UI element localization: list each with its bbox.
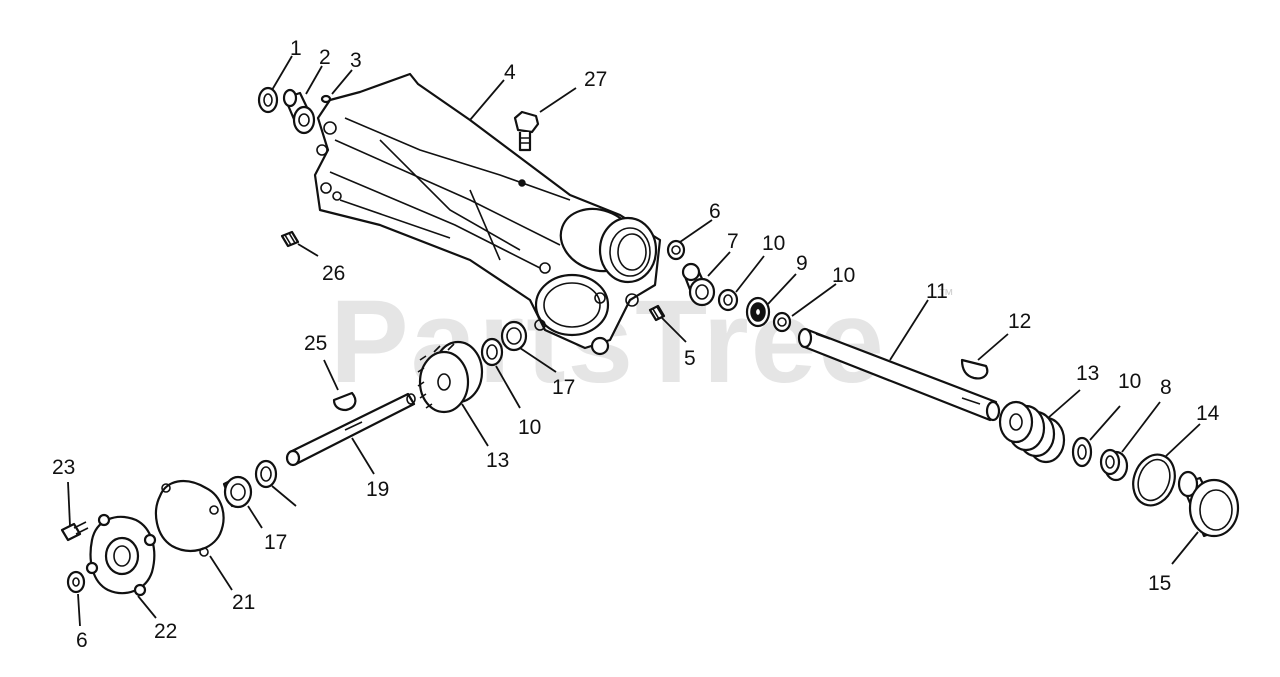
callout-10-b: 10 (832, 264, 855, 287)
bushing-17-upper[interactable] (500, 320, 528, 352)
callout-3: 3 (350, 49, 362, 72)
bushing-2[interactable] (282, 88, 316, 135)
callout-10-d: 10 (1118, 370, 1141, 393)
callout-21: 21 (232, 591, 255, 614)
callout-13-worm: 13 (1076, 362, 1099, 385)
callout-10-a: 10 (762, 232, 785, 255)
washer-6-lower[interactable] (254, 459, 278, 489)
gear-case-housing[interactable] (313, 72, 662, 356)
washer-10-b[interactable] (772, 311, 792, 333)
callout-7: 7 (727, 230, 739, 253)
bushing-8[interactable] (1099, 448, 1129, 482)
worm-gear-13[interactable] (417, 340, 484, 414)
watermark-trademark: ™ (938, 287, 954, 304)
callout-8: 8 (1160, 376, 1172, 399)
woodruff-key-12[interactable] (960, 358, 989, 380)
washer-10-d[interactable] (1071, 436, 1093, 468)
callout-2: 2 (319, 46, 331, 69)
woodruff-key-25[interactable] (332, 391, 357, 412)
bolt-23[interactable] (60, 521, 89, 542)
cover-plate-22[interactable] (85, 513, 157, 597)
gasket-21[interactable] (154, 479, 225, 557)
callout-22: 22 (154, 620, 177, 643)
callout-10-c: 10 (518, 416, 541, 439)
callout-12: 12 (1008, 310, 1031, 333)
leader-lines (67, 55, 1201, 627)
o-ring-14[interactable] (1126, 449, 1181, 512)
callout-27: 27 (584, 68, 607, 91)
bolt-27[interactable] (513, 110, 540, 152)
callout-6-upper: 6 (709, 200, 721, 223)
callout-6-bottom: 6 (76, 629, 88, 652)
washer-10-a[interactable] (717, 288, 739, 312)
callout-25: 25 (304, 332, 327, 355)
set-screw-26[interactable] (280, 230, 300, 248)
callout-17-upper: 17 (552, 376, 575, 399)
set-screw-5[interactable] (648, 304, 666, 322)
callout-23: 23 (52, 456, 75, 479)
callout-4: 4 (504, 61, 516, 84)
bearing-9[interactable] (745, 296, 771, 328)
callout-11: 11 (926, 280, 948, 303)
callout-5: 5 (684, 347, 696, 370)
worm-13[interactable] (998, 400, 1066, 464)
bushing-7[interactable] (681, 262, 716, 307)
washer-1[interactable] (257, 86, 279, 114)
callout-17-lower: 17 (264, 531, 287, 554)
callout-1: 1 (290, 37, 302, 60)
axle-shaft-11[interactable] (797, 327, 1001, 422)
pin-3[interactable] (320, 94, 332, 104)
gear-shaft-19[interactable] (285, 392, 416, 467)
washer-6-upper[interactable] (666, 239, 686, 261)
bushing-17-lower[interactable] (222, 475, 253, 509)
callout-26: 26 (322, 262, 345, 285)
callout-9: 9 (796, 252, 808, 275)
washer-6-bottom[interactable] (66, 570, 86, 594)
callout-19: 19 (366, 478, 389, 501)
callout-13-gear: 13 (486, 449, 509, 472)
callout-labels: 1 2 3 4 27 6 7 10 9 10 26 11 12 5 25 17 … (52, 37, 1220, 652)
seal-cap-15[interactable] (1177, 470, 1240, 538)
callout-15: 15 (1148, 572, 1171, 595)
callout-14: 14 (1196, 402, 1220, 425)
washer-10-c[interactable] (480, 337, 504, 367)
